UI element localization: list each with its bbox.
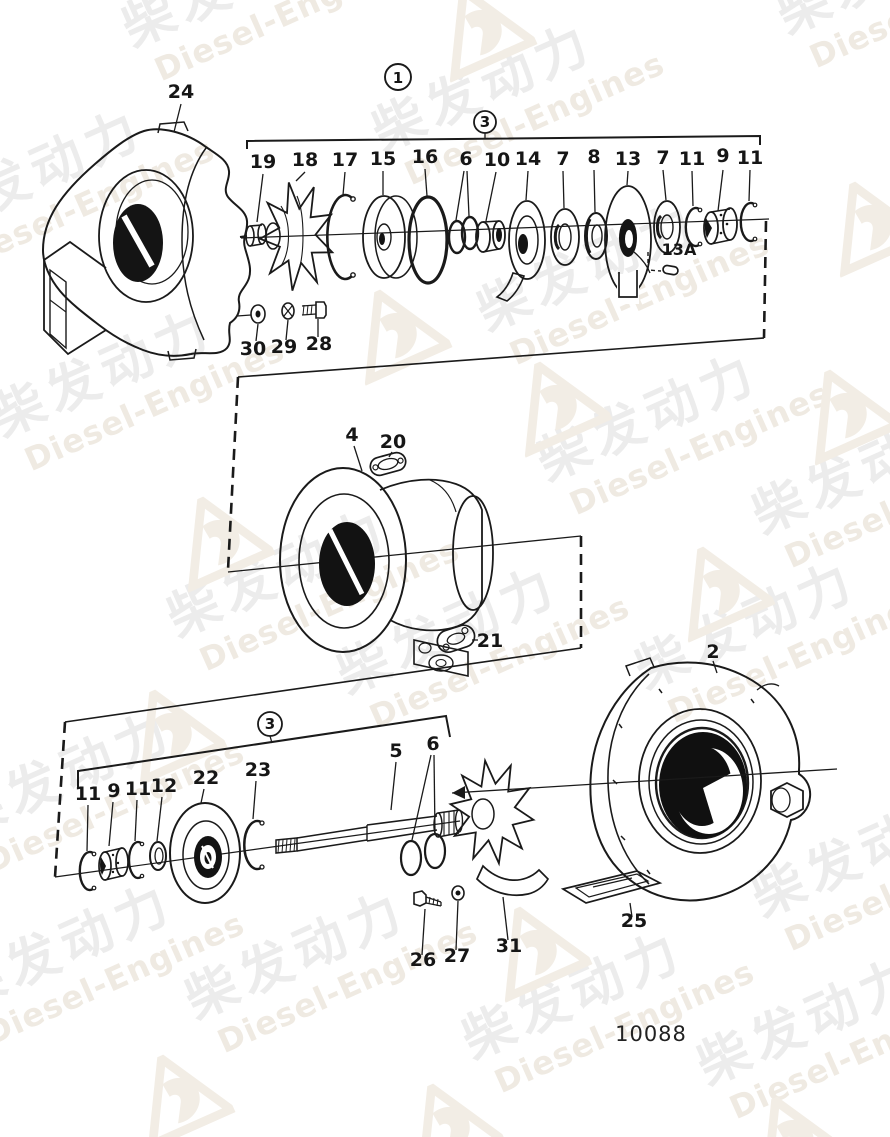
- callout-assembly: 1: [393, 69, 403, 87]
- circlip-d: [127, 840, 145, 880]
- part-label-13A: 13A: [662, 240, 697, 259]
- turbine-wheel: [448, 757, 536, 867]
- circlip-a: [684, 206, 703, 248]
- gasket-upper: [369, 451, 407, 477]
- washer-a: [550, 208, 580, 266]
- turbine-housing: [589, 657, 812, 902]
- part-label-21: 21: [477, 630, 503, 652]
- gasket-lower: [436, 624, 476, 654]
- part-label-28: 28: [306, 333, 332, 355]
- part-label-8: 8: [587, 146, 600, 168]
- watermark-triangle-logo-icon: [839, 177, 890, 279]
- small-washer: [451, 885, 465, 901]
- watermark-triangle-logo-icon: [364, 285, 453, 387]
- part-label-9a: 9: [716, 145, 729, 167]
- part-label-12: 12: [151, 775, 177, 797]
- watermark-triangle-logo-icon: [524, 357, 613, 459]
- large-circlip: [326, 193, 356, 281]
- watermark-triangle-logo-icon: [449, 0, 538, 84]
- watermark-triangle-logo-icon: [417, 1079, 506, 1137]
- watermark-triangle-logo-icon: [504, 902, 593, 1004]
- shaft-seal-rings: [399, 832, 447, 877]
- part-label-14: 14: [515, 148, 541, 170]
- part-label-9b: 9: [107, 780, 120, 802]
- figure-number: 10088: [615, 1022, 687, 1046]
- seal-rings-pair: [447, 215, 480, 255]
- thrust-sleeve: [475, 220, 506, 253]
- part-label-24: 24: [168, 81, 194, 103]
- part-label-6: 6: [459, 148, 472, 170]
- part-label-22: 22: [193, 767, 219, 789]
- turbine-shaft: [275, 809, 464, 854]
- washer-b: [653, 200, 681, 254]
- bearing-a: [703, 207, 738, 245]
- retaining-pin: [662, 264, 679, 276]
- leader-lines: [86, 103, 751, 956]
- part-label-30: 30: [240, 338, 266, 360]
- part-label-20: 20: [380, 431, 406, 453]
- seal-plate: [362, 195, 418, 279]
- callout-group-bottom: 3: [265, 715, 275, 733]
- part-label-11c: 11: [75, 783, 101, 805]
- spacer-ring: [149, 841, 167, 871]
- bearing-b: [98, 847, 129, 881]
- turbine-wheel-blades: [448, 757, 536, 867]
- part-label-23: 23: [245, 759, 271, 781]
- part-label-6b: 6: [426, 733, 439, 755]
- part-label-15: 15: [370, 148, 396, 170]
- part-label-11b: 11: [737, 147, 763, 169]
- compressor-housing: [41, 121, 252, 361]
- bottom-centerline: [54, 820, 461, 878]
- circlip-c: [78, 850, 97, 892]
- seal-ring-small: [584, 212, 608, 260]
- arrowhead-icon: [452, 786, 465, 799]
- part-label-18: 18: [292, 149, 318, 171]
- backplate: [604, 185, 679, 304]
- circlip-b: [739, 201, 758, 243]
- part-label-16: 16: [412, 146, 438, 168]
- circlip-e: [243, 819, 265, 871]
- bearing-housing: [279, 467, 494, 677]
- watermark-triangle-logo-icon: [761, 1092, 850, 1137]
- o-ring: [407, 195, 449, 285]
- assembly-callout-circle: [384, 63, 412, 91]
- part-label-11d: 11: [125, 778, 151, 800]
- part-label-10: 10: [484, 149, 510, 171]
- turbine-gasket: [560, 870, 663, 904]
- part-label-25: 25: [621, 910, 647, 932]
- part-label-13: 13: [615, 148, 641, 170]
- callout-group-top: 3: [480, 113, 490, 131]
- small-bolt: [413, 890, 442, 907]
- part-label-4: 4: [345, 424, 358, 446]
- part-label-2: 2: [706, 641, 719, 663]
- assembly-direction-line: [451, 768, 838, 799]
- thrust-bearing: [495, 200, 546, 302]
- turbine-seal-plate: [169, 802, 241, 904]
- group-bracket-bottom: [77, 711, 451, 789]
- part-label-29: 29: [271, 336, 297, 358]
- part-label-31: 31: [496, 935, 522, 957]
- part-label-19: 19: [250, 151, 276, 173]
- group-boundary-lines: [53, 220, 768, 878]
- part-label-7b: 7: [656, 147, 669, 169]
- watermark-triangle-logo-icon: [814, 365, 890, 467]
- part-label-17: 17: [332, 149, 358, 171]
- group-bracket-top: [246, 110, 761, 149]
- part-label-5: 5: [389, 740, 402, 762]
- part-label-7a: 7: [556, 148, 569, 170]
- part-label-11a: 11: [679, 148, 705, 170]
- compressor-wheel: [257, 182, 335, 291]
- heat-shield: [475, 864, 550, 897]
- watermark-triangle-logo-icon: [687, 542, 776, 644]
- housing-fasteners: [236, 301, 327, 324]
- part-label-27: 27: [444, 945, 470, 967]
- watermark-triangle-logo-icon: [139, 685, 228, 787]
- part-label-26: 26: [410, 949, 436, 971]
- watermark-triangle-logo-icon: [147, 1050, 236, 1137]
